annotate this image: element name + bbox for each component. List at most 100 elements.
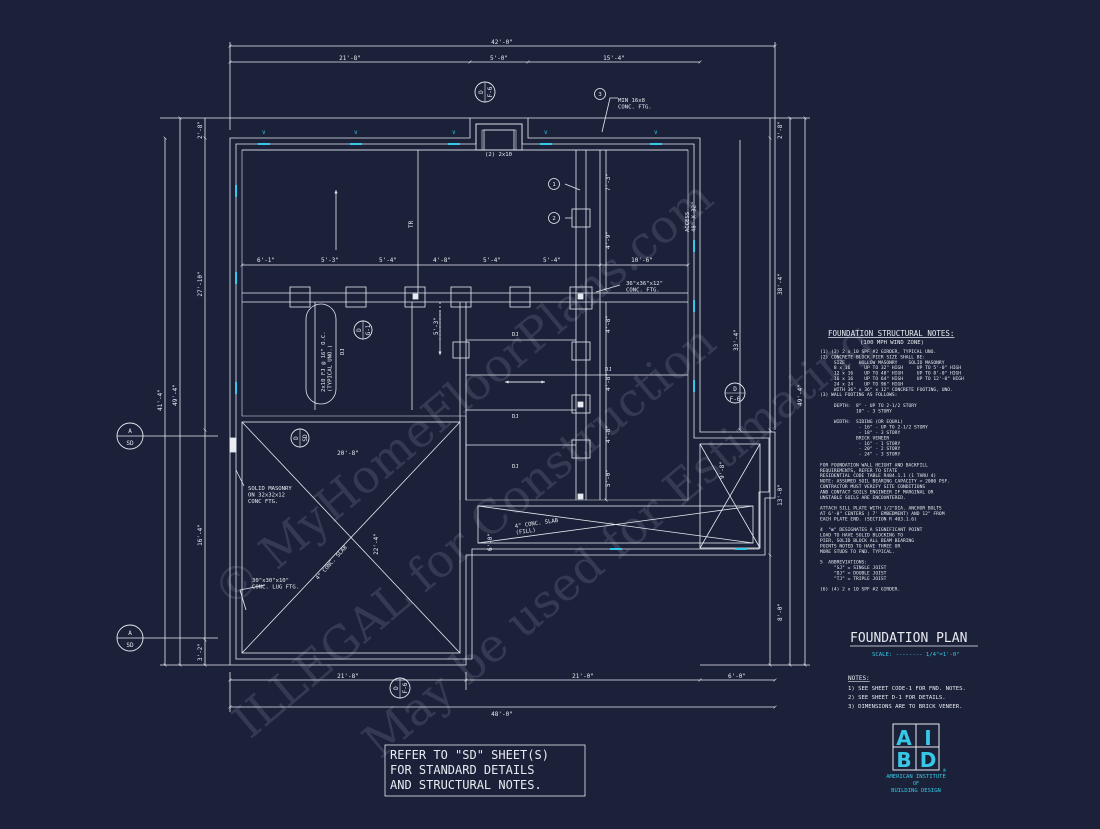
notes-line: FOR FOUNDATION WALL HEIGHT AND BACKFILL [820, 462, 928, 468]
notes-line: WITH 36" x 36" x 12" CONCRETE FOOTING, U… [820, 387, 953, 393]
notes-line: AT 6'-0" CENTERS ( 7' EMBEDMENT) AND 12"… [820, 511, 945, 517]
beam-dim-5: 5'-4" [483, 257, 501, 264]
notes-line: WIDTH: SIDING (OR EQUAL) [820, 419, 903, 425]
tag-5-bottom: G-1 [365, 324, 372, 335]
pier-dim-4: 4'-8" [605, 425, 612, 443]
notes-line: (6) (4) 2 x 10 SPF #2 GIRDER. [820, 587, 900, 593]
tag-4-bottom: F-6 [730, 396, 741, 403]
lug-footing-label: 30"x30"x10"CONC. LUG FTG. [252, 578, 299, 590]
logo-letter-a: A [896, 726, 912, 750]
notes-line: AND CONTACT SOILS ENGINEER IF MARGINAL O… [820, 489, 934, 495]
logo-line-3: BUILDING DESIGN [891, 788, 941, 794]
logo-letter-d: D [920, 748, 937, 772]
tag-7-top: D [393, 686, 400, 690]
dj-label-2: DJ [605, 367, 612, 373]
access-label: ACCESS48" X 32" [685, 202, 697, 232]
dim-left-total-1: 41'-4" [157, 389, 164, 411]
notes-line: - 24" - 3 STORY [820, 452, 900, 458]
tag-3-bottom: F-6 [487, 86, 494, 97]
notes-line: NOTE: ASSUMED SOIL BEARING CAPACITY = 20… [820, 479, 950, 485]
girder-label: (2) 2x10 [485, 152, 512, 158]
logo-line-1: AMERICAN INSTITUTE [886, 774, 946, 780]
porch-depth-dim: 6'-0" [487, 533, 494, 551]
beam-dim-6: 5'-4" [543, 257, 561, 264]
logo-letter-b: B [896, 748, 911, 772]
dim-right-total: 49'-4" [797, 384, 804, 406]
pier-dim-3: 4'-8" [605, 373, 612, 391]
notes-line: 24 x 24 UP TO 96" HIGH [820, 381, 903, 387]
notes-line: 5 ABBREVIATIONS: [820, 560, 867, 566]
tr-label: TR [408, 220, 415, 228]
tag-7-bottom: F-6 [402, 682, 409, 693]
notes-line: SIZE HOLLOW MASONRY SOLID MASONRY [820, 360, 945, 366]
notes-line: "DJ" = DOUBLE JOIST [820, 570, 887, 576]
notes-line: - 18" - 3 STORY [820, 430, 900, 436]
callout-3: 3 [598, 92, 601, 98]
notes-line: - 16" - 1 STORY [820, 441, 900, 447]
dim-bottom-2: 21'-0" [572, 673, 594, 680]
dim-bottom-1: 21'-8" [337, 673, 359, 680]
plan-scale: SCALE: -------- 1/4"=1'-0" [872, 652, 960, 658]
aibd-logo: A I B D ® AMERICAN INSTITUTE OF BUILDING… [886, 723, 947, 794]
general-note-1: 1) SEE SHEET CODE-1 FOR FND. NOTES. [848, 686, 966, 692]
tag-6-top: D [293, 436, 300, 440]
notes-line: RESIDENTIAL CODE TABLE R404.1.1 (1 THRU … [820, 473, 936, 479]
section-tag-a-sd-1: A SD [116, 422, 218, 450]
beam-dim-7: 10'-6" [631, 257, 653, 264]
dim-left-4: 3'-2" [197, 643, 204, 661]
refer-line-2: FOR STANDARD DETAILS [390, 763, 535, 777]
pier-dim-7: 4'-9" [605, 231, 612, 249]
foundation-vents [235, 143, 747, 550]
callout-2: 2 [552, 216, 555, 222]
general-note-3: 3) DIMENSIONS ARE TO BRICK VENEER. [848, 704, 963, 710]
notes-line: DEPTH: 8" - UP TO 2-1/2 STORY [820, 403, 917, 409]
section-tag-top: D F-6 [474, 81, 496, 103]
section-tag-interior-1: D G-1 [353, 320, 373, 340]
notes-line: - 20" - 2 STORY [820, 446, 900, 452]
notes-line: (1) (3) 2 x 10 SPF #2 GIRDER, TYPICAL UN… [820, 349, 936, 355]
notes-line: MORE STUDS TO FND. TYPICAL. [820, 549, 895, 555]
notes-lines: (1) (3) 2 x 10 SPF #2 GIRDER, TYPICAL UN… [820, 349, 964, 593]
notes-line: 8 x 16 UP TO 32" HIGH UP TO 5'-0" HIGH [820, 365, 961, 371]
dim-left-total-2: 49'-4" [172, 384, 179, 406]
vent-marks: v v v v v [262, 129, 658, 136]
notes-line: UNSTABLE SOILS ARE ENCOUNTERED. [820, 495, 906, 501]
notes-line: POINTS NOTED TO HAVE THREE OR [820, 543, 900, 549]
svg-text:v: v [654, 129, 658, 136]
notes-line: 16 x 16 UP TO 64" HIGH UP TO 12'-0" HIGH [820, 376, 964, 382]
dj-label-3: DJ [512, 414, 519, 420]
dj-label-1: DJ [512, 332, 519, 338]
numbered-callouts: 1 2 3 [548, 88, 606, 224]
dj-label-4: DJ [512, 464, 519, 470]
svg-text:v: v [452, 129, 456, 136]
dim-bottom-3: 6'-0" [728, 673, 746, 680]
tag-5-top: D [356, 328, 363, 332]
dim-right-5: 8'-0" [777, 603, 784, 621]
dim-left-3: 16'-4" [197, 524, 204, 546]
dim-overall-bottom: 48'-0" [491, 711, 513, 718]
notes-line: PIER, SOLID BLOCK ALL BEAM BEARING [820, 538, 914, 544]
refer-line-3: AND STRUCTURAL NOTES. [390, 778, 542, 792]
refer-box: REFER TO "SD" SHEET(S) FOR STANDARD DETA… [384, 744, 586, 797]
callout-1: 1 [552, 182, 555, 188]
plan-title-block: FOUNDATION PLAN SCALE: -------- 1/4"=1'-… [850, 631, 978, 658]
notes-line: CONTRACTOR MUST VERIFY SITE CONDITIONS [820, 484, 925, 490]
notes-line: (2) CONCRETE BLOCK PIER SIZE SHALL BE: [820, 354, 925, 360]
structural-notes: FOUNDATION STRUCTURAL NOTES: (100 MPH WI… [820, 329, 964, 593]
pier-dim-1: 5'-3" [433, 317, 440, 335]
notes-line: (3) WALL FOOTING AS FOLLOWS: [820, 392, 897, 398]
section-tags: A SD A SD D F-6 D F-6 D G-1 [116, 81, 746, 699]
dimension-labels: 42'-0" 21'-8" 5'-0" 15'-4" 48'-0" 21'-8"… [157, 39, 804, 718]
pier-dim-2: 4'-8" [605, 315, 612, 333]
dj-label-5: DJ [340, 348, 346, 355]
notes-line: "TJ" = TRIPLE JOIST [820, 576, 887, 582]
dim-right-4: 13'-0" [777, 484, 784, 506]
notes-title: FOUNDATION STRUCTURAL NOTES: [828, 329, 954, 338]
logo-line-2: OF [913, 781, 919, 787]
general-notes-title: NOTES: [848, 675, 870, 682]
notes-line: EACH PLATE END. (SECTION R 403.1.6) [820, 516, 917, 522]
notes-line: ATTACH SILL PLATE WITH 1/2"DIA. ANCHOR B… [820, 506, 942, 512]
notes-line: LOAD TO HAVE SOLID BLOCKING TO [820, 533, 903, 539]
